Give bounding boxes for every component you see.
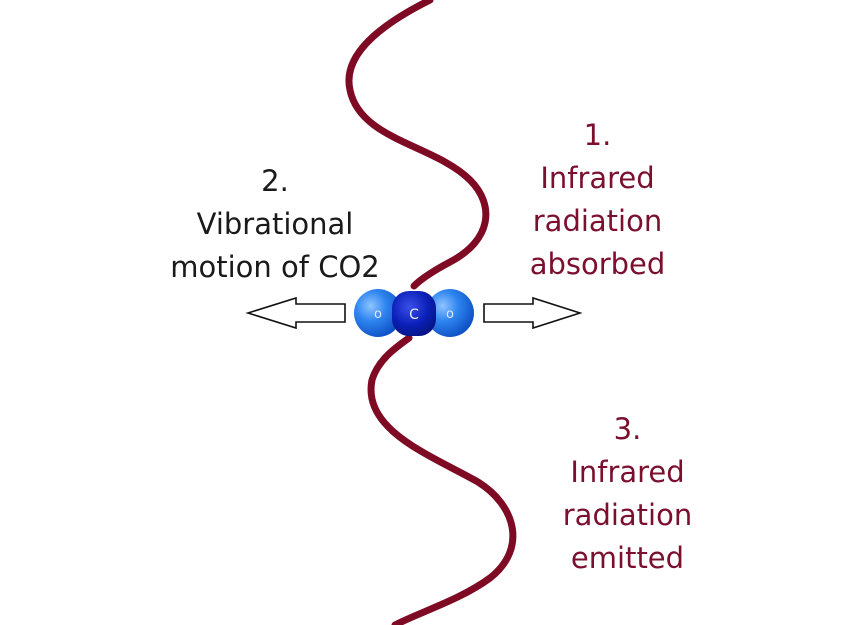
vibrational-motion-line1: Vibrational <box>196 207 354 241</box>
vibrational-motion-number: 2. <box>261 164 289 198</box>
radiation-emitted-label: 3. Infrared radiation emitted <box>540 408 715 580</box>
radiation-absorbed-line2: radiation <box>532 204 663 238</box>
radiation-emitted-number: 3. <box>613 412 642 446</box>
oxygen-atom-right <box>426 289 474 337</box>
radiation-absorbed-number: 1. <box>583 118 612 152</box>
vibrational-motion-line2: motion of CO2 <box>170 250 380 284</box>
radiation-absorbed-line3: absorbed <box>529 247 666 281</box>
oxygen-atom-right-label: o <box>446 307 454 322</box>
radiation-emitted-line3: emitted <box>570 541 685 575</box>
radiation-absorbed-line1: Infrared <box>540 161 655 195</box>
carbon-atom-label: C <box>409 307 419 323</box>
carbon-atom <box>392 291 436 336</box>
radiation-emitted-line2: radiation <box>562 498 693 532</box>
vibrational-motion-label: 2. Vibrational motion of CO2 <box>150 160 400 289</box>
co2-molecule: o C o <box>354 289 474 337</box>
radiation-emitted-line1: Infrared <box>570 455 685 489</box>
oxygen-atom-left <box>354 289 402 337</box>
incoming-infrared-wave <box>345 0 490 290</box>
hollow-right-arrow-icon <box>483 296 583 330</box>
outgoing-infrared-wave <box>367 334 517 625</box>
oxygen-atom-left-label: o <box>374 307 382 322</box>
hollow-left-arrow-icon <box>245 296 346 330</box>
radiation-absorbed-label: 1. Infrared radiation absorbed <box>510 114 685 286</box>
